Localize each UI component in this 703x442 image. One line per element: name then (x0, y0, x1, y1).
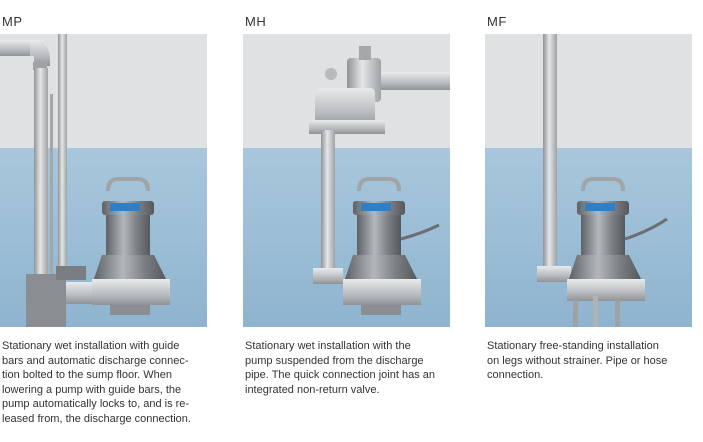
description-line: bars and automatic discharge connec- (2, 354, 189, 367)
description-line: leased from, the discharge connection. (2, 412, 191, 425)
installation-mh: MH (243, 0, 455, 442)
installation-code: MP (2, 14, 23, 29)
installation-description: Stationary free-standing installation on… (487, 339, 697, 383)
pump-mp (92, 177, 170, 315)
installation-mp: MP (0, 0, 212, 442)
mp-illustration (0, 34, 207, 327)
description-line: Stationary wet installation with the (245, 340, 411, 352)
description-line: Stationary wet installation with guide (2, 340, 180, 352)
installation-description: Stationary wet installation with the pum… (245, 339, 455, 397)
pump-mf (567, 177, 668, 301)
installation-code: MH (245, 14, 267, 29)
description-line: on legs without strainer. Pipe or hose (487, 354, 668, 367)
installation-mf: MF Stationary free-standing in (485, 0, 692, 442)
description-line: tion bolted to the sump floor. When (2, 369, 172, 382)
mh-illustration (243, 34, 450, 327)
mf-illustration (485, 34, 692, 327)
installation-code: MF (487, 14, 507, 29)
installation-description: Stationary wet installation with guide b… (2, 339, 212, 427)
description-line: pipe. The quick connection joint has an (245, 369, 435, 382)
description-line: connection. (487, 369, 544, 382)
description-line: pump automatically locks to, and is re- (2, 398, 190, 411)
description-line: Stationary free-standing installation (487, 340, 659, 352)
description-line: lowering a pump with guide bars, the (2, 383, 182, 396)
description-line: pump suspended from the discharge (245, 354, 424, 367)
pump-mh (343, 177, 440, 315)
description-line: integrated non-return valve. (245, 383, 380, 396)
